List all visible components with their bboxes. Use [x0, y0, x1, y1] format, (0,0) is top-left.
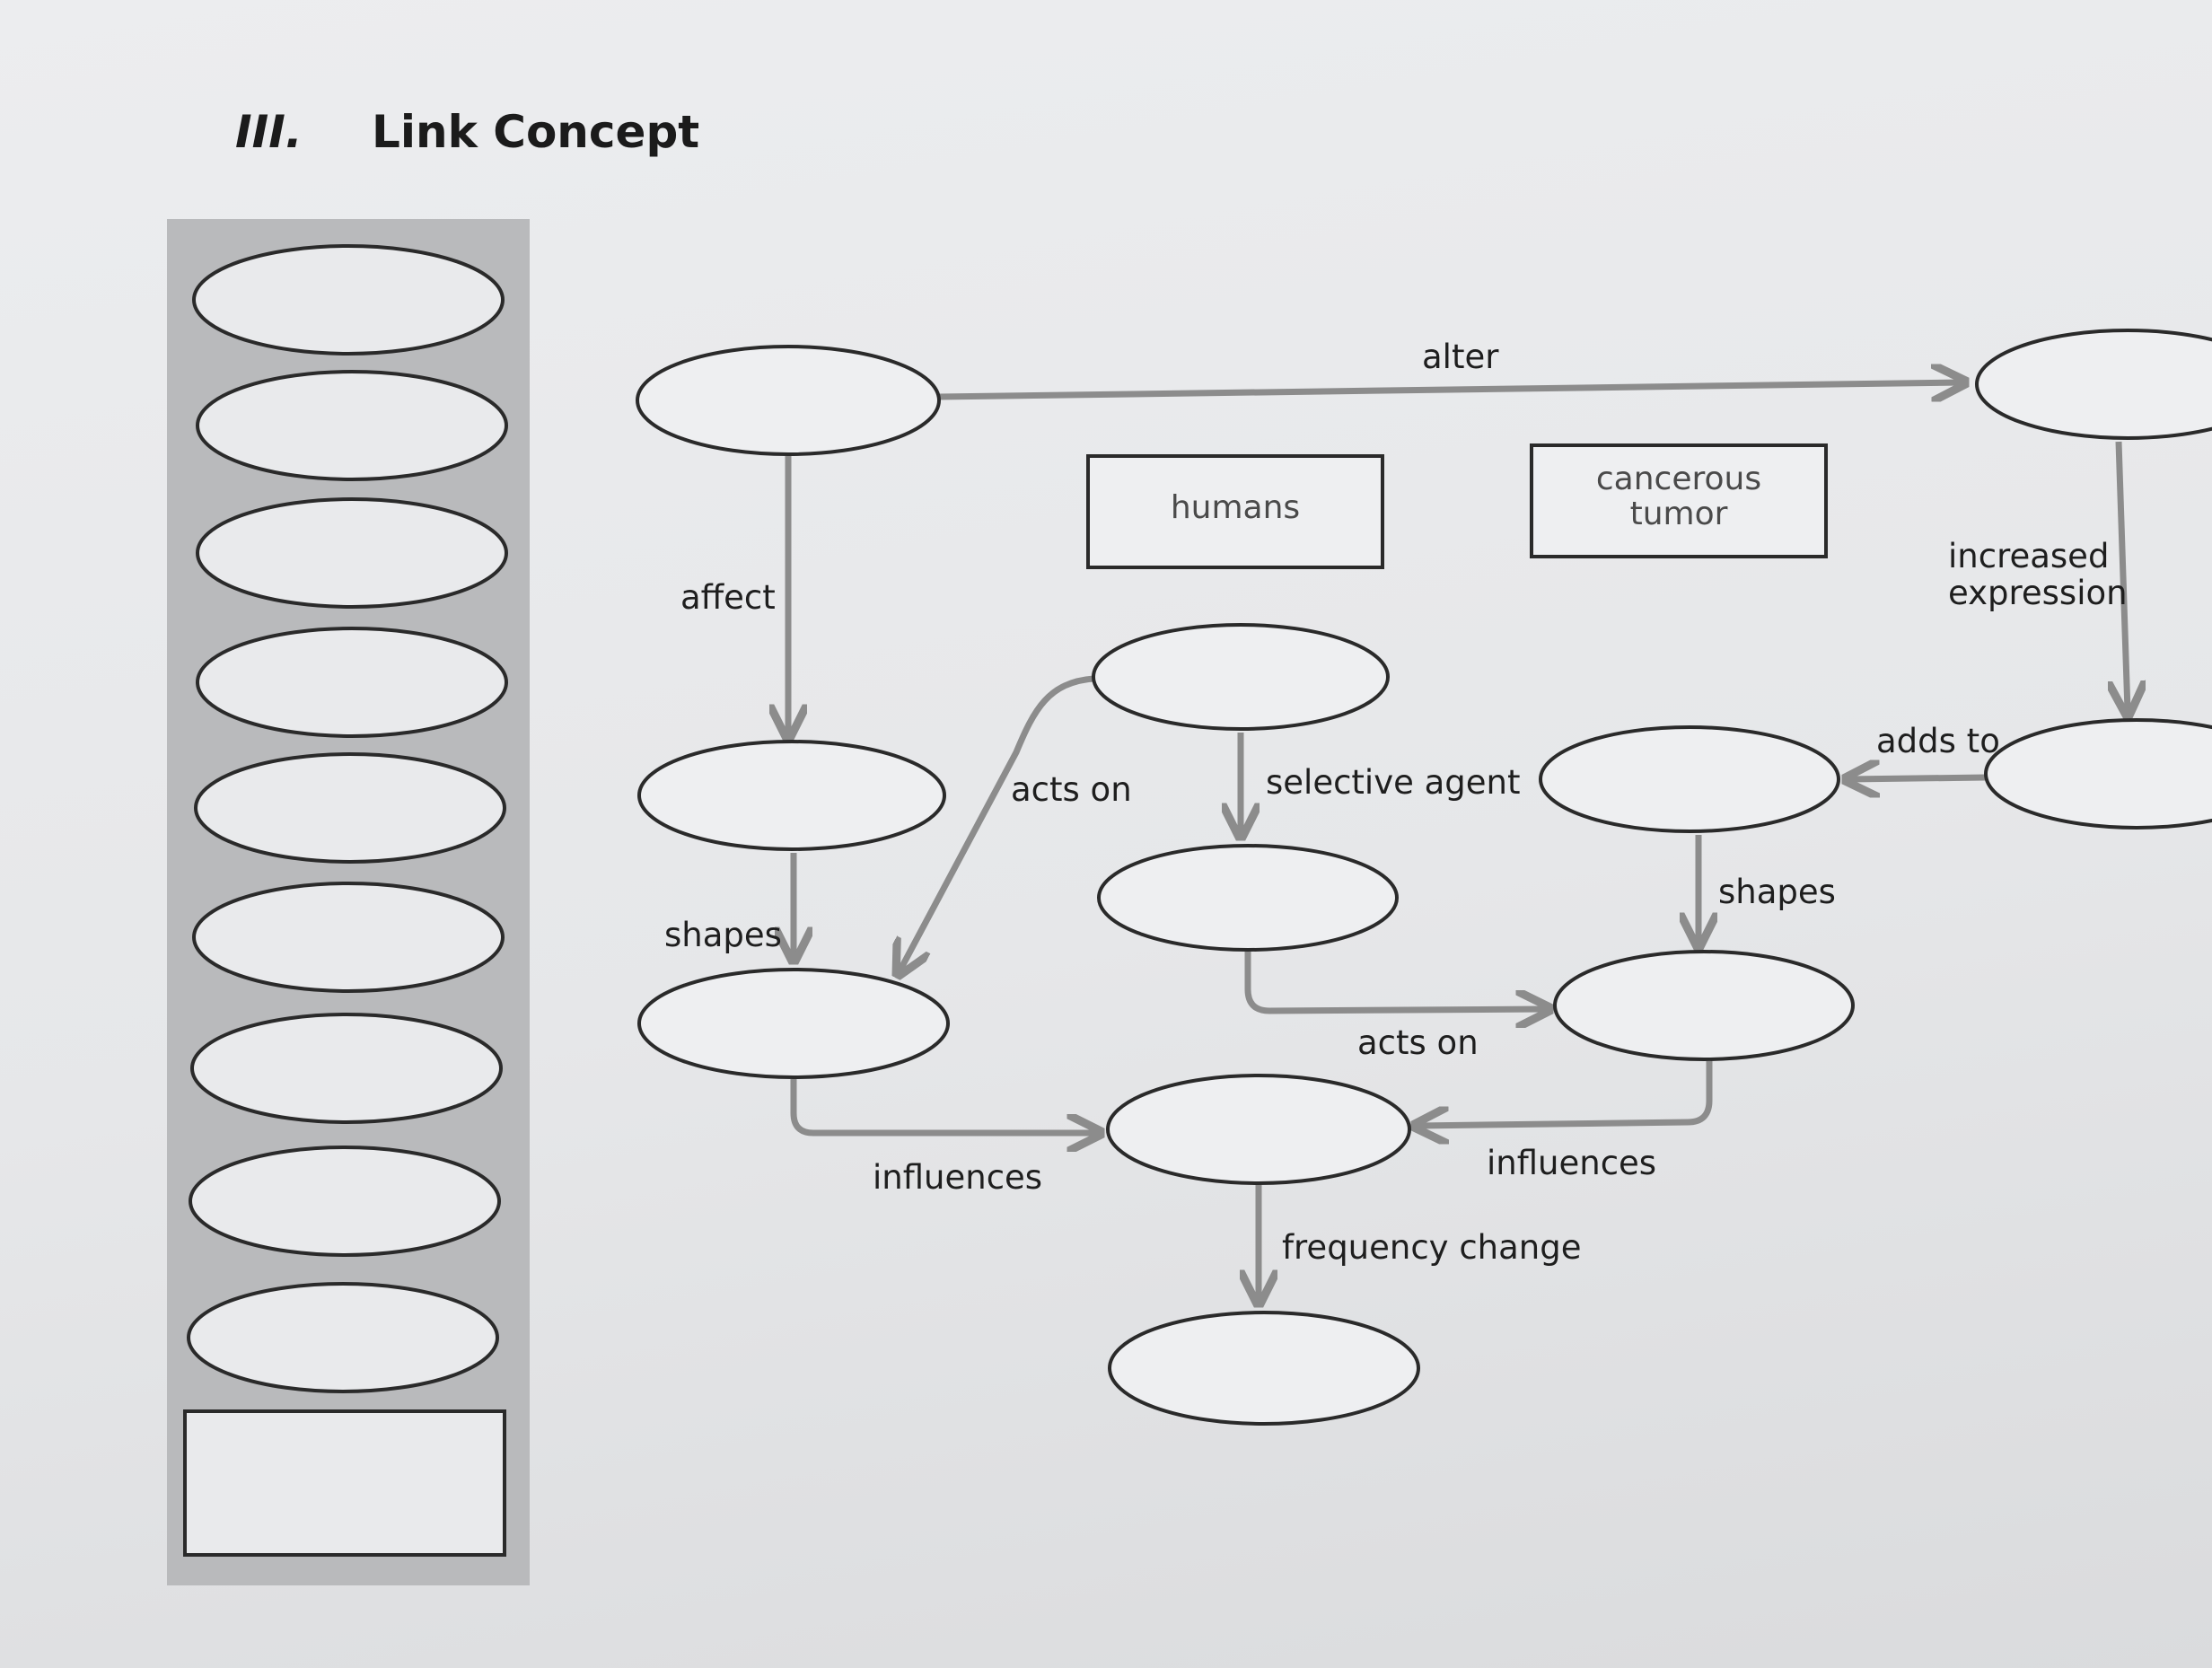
shapes-link-1-label: shapes: [664, 917, 782, 954]
humans-box: [1086, 454, 1384, 569]
text-line: expression: [1948, 573, 2128, 612]
text-line: selective agent: [1266, 763, 1521, 802]
influences-link-1-arrow: [790, 1079, 1097, 1133]
influences-link-2-arrow: [1418, 1061, 1713, 1126]
acts-on-link-1-arrow: [900, 675, 1094, 971]
acts-on-link-2-label: acts on: [1357, 1023, 1479, 1062]
acts-on-link-2-arrow: [1244, 952, 1546, 1011]
text-line: alter: [1422, 338, 1499, 376]
text-line: acts on: [1357, 1023, 1479, 1062]
selective-agent-link-label: selective agent: [1266, 763, 1521, 802]
concept-node-bottom[interactable]: [1108, 1311, 1420, 1426]
text-line: cancerous: [1595, 461, 1762, 497]
word-bank-term-oval: [189, 1146, 501, 1257]
concept-node-far-right[interactable]: [1984, 718, 2212, 830]
word-bank-term-oval: [187, 1282, 499, 1393]
humans-box-label: humans: [1088, 488, 1382, 526]
concept-node-center-middle[interactable]: [1097, 844, 1399, 952]
concept-node-right-upper[interactable]: [1539, 725, 1840, 833]
text-line: shapes: [664, 916, 782, 954]
text-line: acts on: [1011, 770, 1132, 809]
concept-node-top-left[interactable]: [636, 345, 941, 456]
word-bank-term-oval: [192, 882, 505, 993]
text-line: frequency change: [1282, 1228, 1582, 1267]
tumor-box: [1530, 443, 1828, 558]
text-line: influences: [1487, 1144, 1657, 1182]
concept-node-center-lower[interactable]: [1106, 1074, 1411, 1185]
text-line: tumor: [1629, 495, 1728, 532]
text-line: influences: [873, 1158, 1043, 1197]
word-bank-term-oval: [190, 1013, 503, 1124]
word-bank-term-oval: [196, 627, 508, 738]
concept-node-top-right[interactable]: [1975, 329, 2212, 440]
text-line: increased: [1948, 537, 2110, 575]
text-line: humans: [1170, 488, 1301, 526]
concept-node-center-top[interactable]: [1092, 623, 1390, 731]
word-bank-term-oval: [196, 497, 508, 609]
word-bank-term-oval: [194, 752, 506, 864]
text-line: adds to: [1876, 722, 2000, 760]
section-title: Link Concept: [372, 106, 700, 158]
adds-to-link-label: adds to: [1876, 722, 2000, 760]
alter-link-label: alter: [1422, 338, 1499, 376]
word-bank-note-box: [183, 1409, 506, 1557]
acts-on-link-1-label: acts on: [1011, 770, 1132, 809]
influences-link-2-label: influences: [1487, 1144, 1657, 1182]
shapes-link-2-label: shapes: [1718, 874, 1836, 911]
increased-expression-link-arrow: [2119, 441, 2128, 711]
section-number: III.: [235, 106, 303, 158]
alter-link-arrow: [938, 382, 1962, 397]
concept-node-left-middle[interactable]: [637, 740, 946, 851]
text-line: affect: [680, 578, 776, 617]
text-line: shapes: [1718, 873, 1836, 911]
word-bank-term-oval: [196, 370, 508, 481]
frequency-change-link-label: frequency change: [1282, 1228, 1582, 1267]
adds-to-link-arrow: [1849, 777, 1987, 779]
concept-node-right-lower[interactable]: [1553, 950, 1855, 1061]
concept-node-left-lower[interactable]: [637, 968, 950, 1079]
influences-link-1-label: influences: [873, 1158, 1043, 1197]
word-bank-term-oval: [192, 244, 505, 356]
affect-link-label: affect: [680, 578, 776, 617]
